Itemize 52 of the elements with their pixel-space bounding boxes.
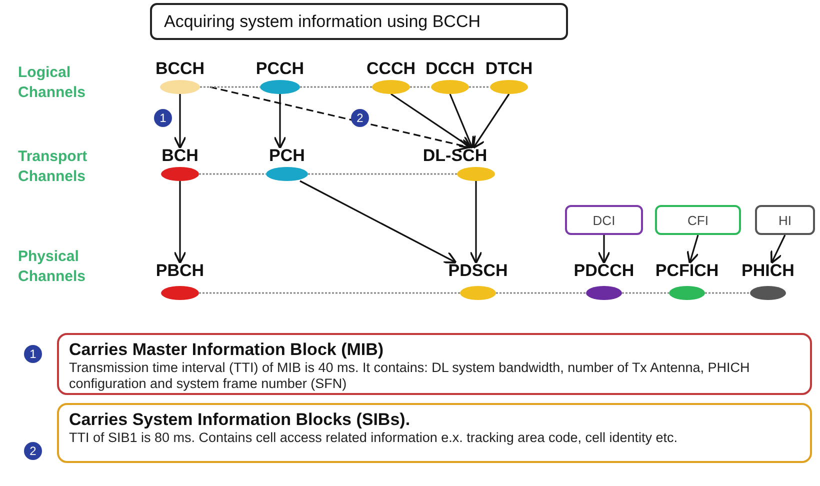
channel-name: DTCH — [484, 60, 534, 78]
info-type-box: CFI — [655, 205, 741, 235]
connector-line — [199, 292, 460, 294]
channel-name: DL-SCH — [422, 147, 488, 165]
channel-name: PDSCH — [447, 262, 509, 280]
connector-line — [705, 292, 750, 294]
arrow — [300, 180, 457, 264]
arrow — [770, 234, 786, 264]
arrow — [598, 235, 610, 264]
connector-line — [300, 86, 372, 88]
arrow — [686, 234, 700, 264]
arrow — [449, 94, 474, 149]
channel-name: PHICH — [740, 262, 796, 280]
channel-name: BCCH — [154, 60, 206, 78]
channel-name: CCCH — [365, 60, 417, 78]
layer-label: Logical Channels — [18, 63, 87, 103]
arrow — [472, 94, 510, 149]
channel-name: PBCH — [154, 262, 206, 280]
layer-label: Physical Channels — [18, 247, 87, 287]
box-text: Transmission time interval (TTI) of MIB is 40 ms. It contains: DL system bandwidth, number of Tx Antenna, PHICH configuration and system frame number (SFN) — [69, 360, 751, 392]
channel-name: PDCCH — [572, 262, 636, 280]
channel-name: PCFICH — [654, 262, 720, 280]
callout-number: 1 — [154, 109, 172, 127]
callout-number: 1 — [24, 345, 42, 363]
callout-number: 2 — [351, 109, 369, 127]
arrow — [274, 94, 286, 150]
arrow — [470, 181, 482, 264]
title-box: Acquiring system information using BCCH — [150, 3, 568, 40]
arrow — [174, 181, 186, 264]
connector-line — [308, 173, 457, 175]
connector-line — [622, 292, 669, 294]
arrow — [174, 94, 186, 150]
connector-line — [200, 86, 260, 88]
callout-number: 2 — [24, 442, 42, 460]
connector-line — [469, 86, 490, 88]
info-type-box: DCI — [565, 205, 643, 235]
arrow — [390, 93, 472, 149]
arrow — [210, 86, 470, 152]
channel-name: BCH — [160, 147, 200, 165]
description-box — [57, 333, 812, 395]
box-text: TTI of SIB1 is 80 ms. Contains cell access related information e.x. tracking area code, cell identity etc. — [69, 430, 679, 446]
connector-line — [410, 86, 431, 88]
channel-name: DCCH — [424, 60, 476, 78]
description-box — [57, 403, 812, 463]
channel-name: PCCH — [254, 60, 306, 78]
box-heading: Carries Master Information Block (MIB) — [69, 340, 385, 360]
connector-line — [199, 173, 266, 175]
channel-name: PCH — [268, 147, 306, 165]
connector-line — [496, 292, 586, 294]
layer-label: Transport Channels — [18, 147, 88, 187]
box-heading: Carries System Information Blocks (SIBs). — [69, 410, 412, 430]
info-type-box: HI — [755, 205, 815, 235]
